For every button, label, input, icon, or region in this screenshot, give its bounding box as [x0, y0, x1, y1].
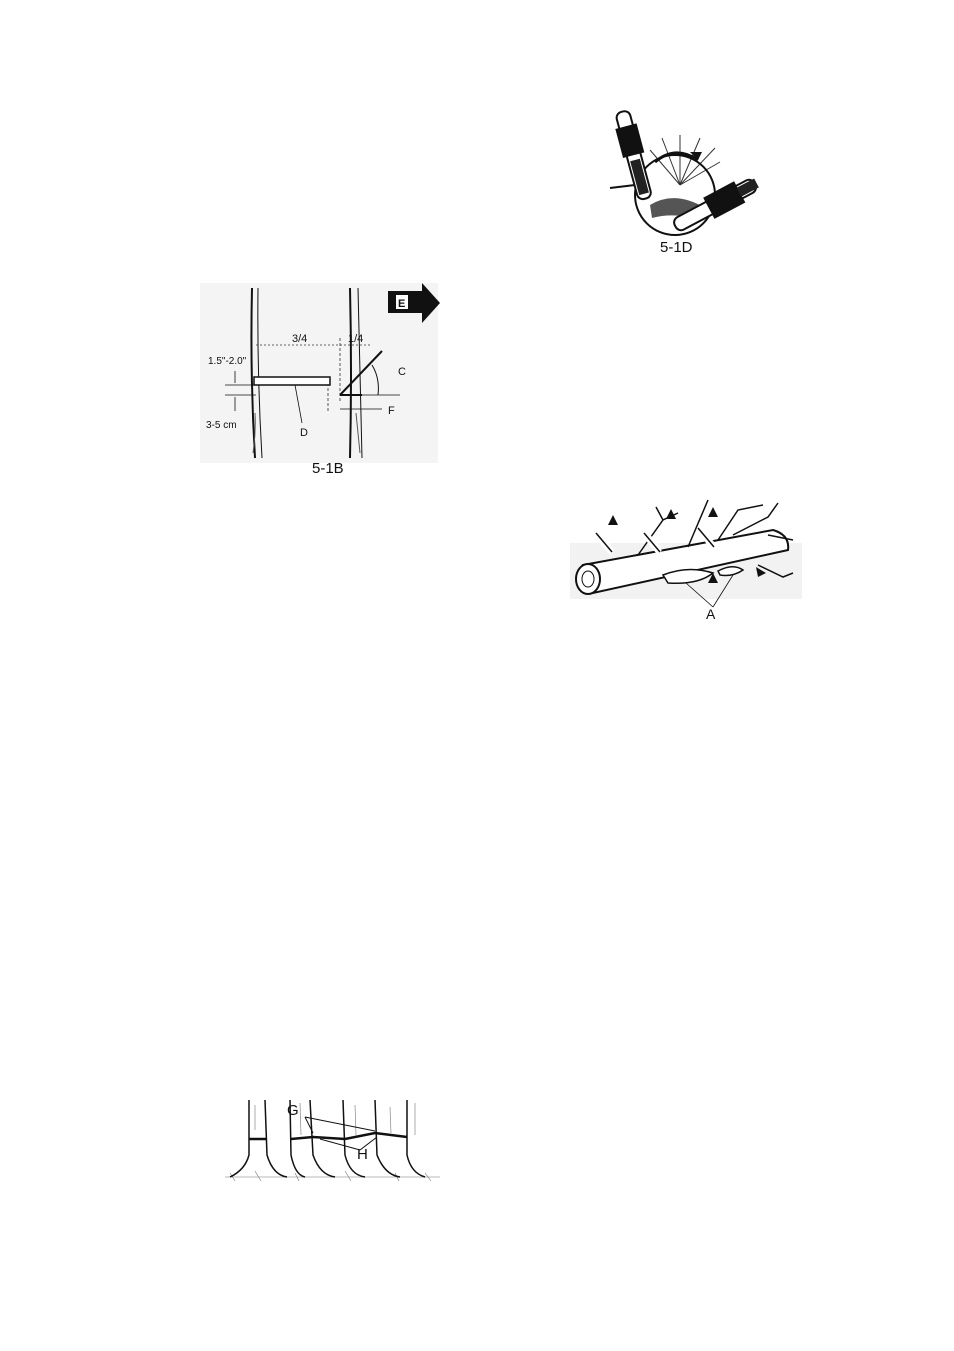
limbing-illustration: A [568, 495, 808, 625]
stumps-illustration: G H [225, 1095, 440, 1185]
figure-5-1d-caption: 5-1D [660, 239, 693, 256]
label-c: C [398, 366, 406, 378]
felling-cut-diagram: 3/4 1/4 1.5"-2.0" 3-5 cm C D F E 5-1B [200, 283, 450, 483]
label-e: E [398, 298, 405, 310]
label-f: F [388, 405, 395, 417]
figure-5-1b: 3/4 1/4 1.5"-2.0" 3-5 cm C D F E 5-1B [200, 283, 450, 483]
kickback-illustration: 5-1D [600, 100, 770, 260]
figure-5-1d: 5-1D [600, 100, 770, 260]
label-cm: 3-5 cm [206, 420, 237, 431]
label-three-quarter: 3/4 [292, 333, 307, 345]
figure-5-1b-caption: 5-1B [312, 460, 344, 477]
label-a: A [706, 606, 716, 622]
label-inches: 1.5"-2.0" [208, 356, 247, 367]
figure-limbing: A [568, 495, 808, 625]
label-one-quarter: 1/4 [348, 333, 363, 345]
label-g: G [287, 1102, 299, 1119]
label-h: H [357, 1146, 368, 1163]
figure-stumps: G H [225, 1095, 440, 1185]
label-d: D [300, 427, 308, 439]
